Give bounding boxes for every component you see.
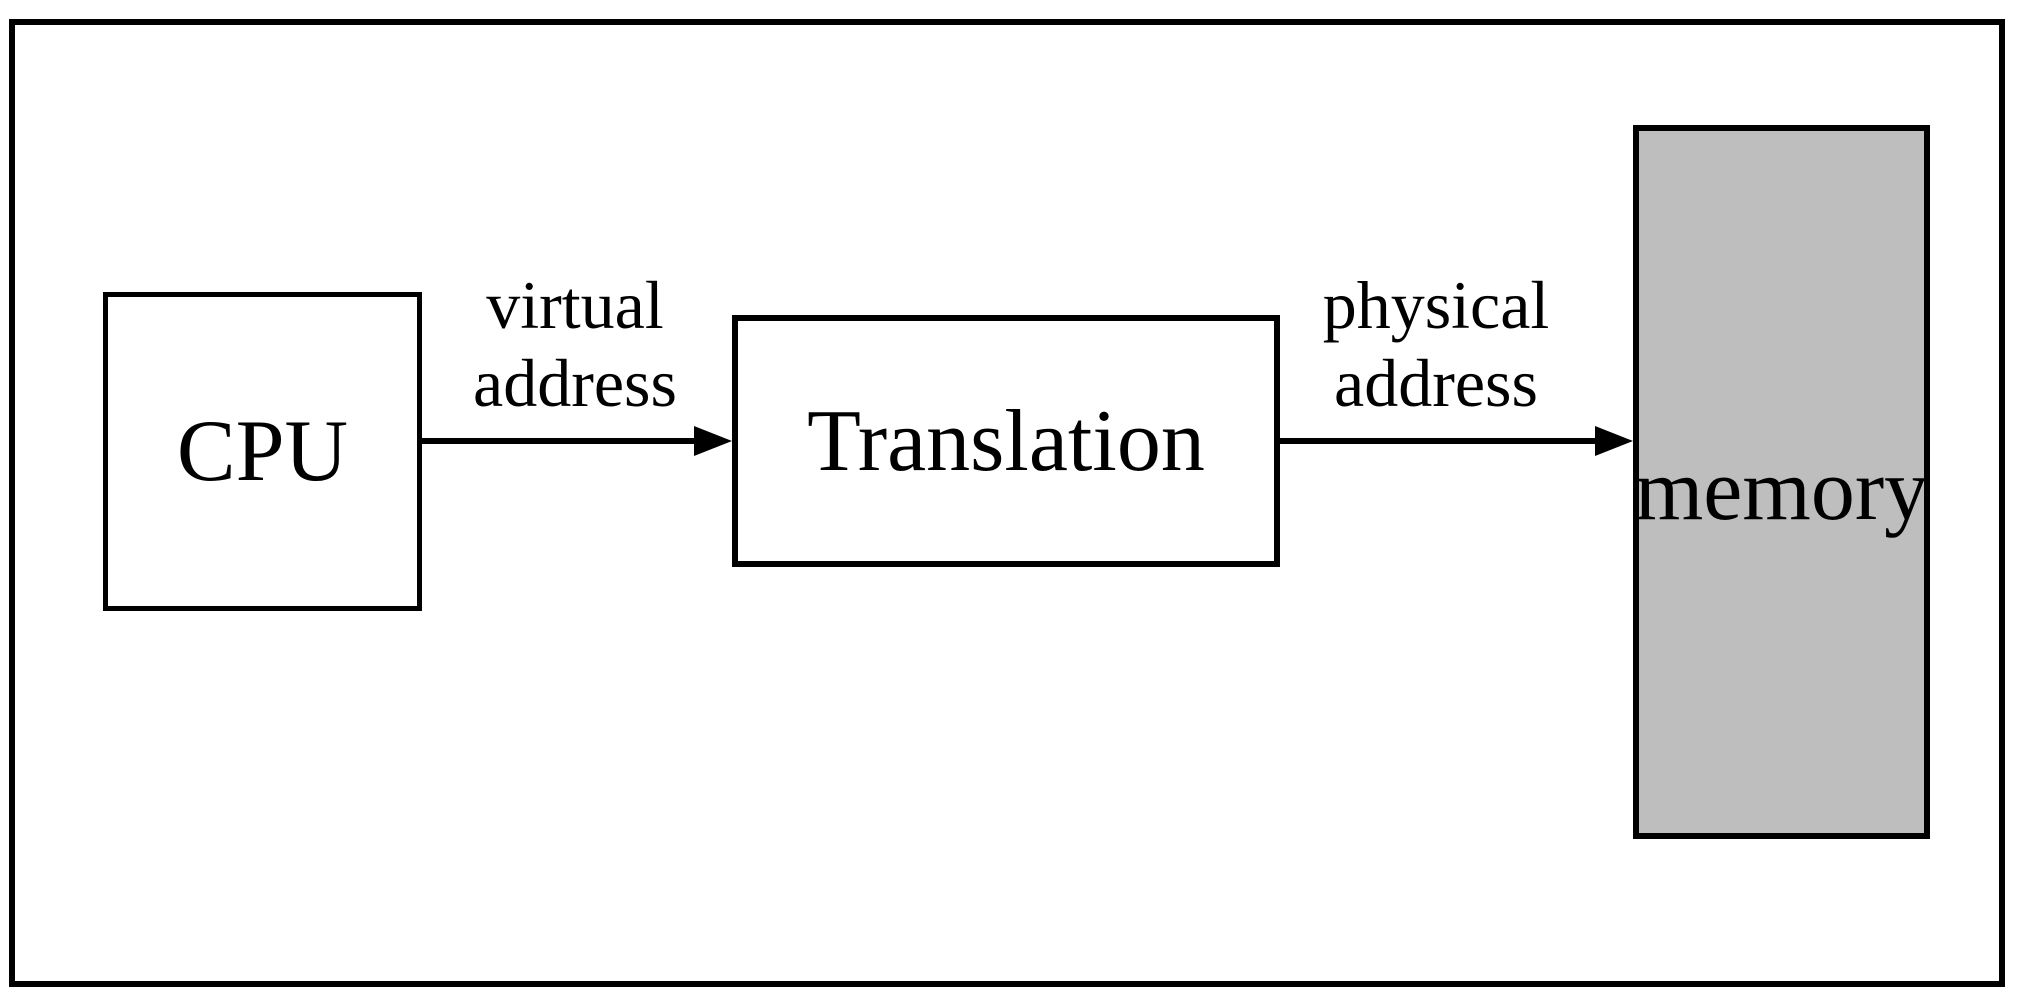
translation-label: Translation [807, 392, 1205, 490]
memory-box [1633, 125, 1930, 839]
diagram-outer-border [9, 19, 2005, 987]
virtual-address-arrow-shaft [420, 438, 696, 444]
virtual-address-label: virtual address [473, 267, 677, 421]
physical-address-label: physical address [1322, 267, 1550, 421]
cpu-label: CPU [176, 403, 349, 500]
physical-address-arrow-shaft [1278, 438, 1597, 444]
cpu-box: CPU [103, 292, 422, 611]
virtual-address-arrowhead-icon [694, 426, 732, 456]
translation-box: Translation [732, 315, 1280, 567]
physical-address-arrowhead-icon [1595, 426, 1633, 456]
memory-label: memory [1634, 442, 1929, 539]
